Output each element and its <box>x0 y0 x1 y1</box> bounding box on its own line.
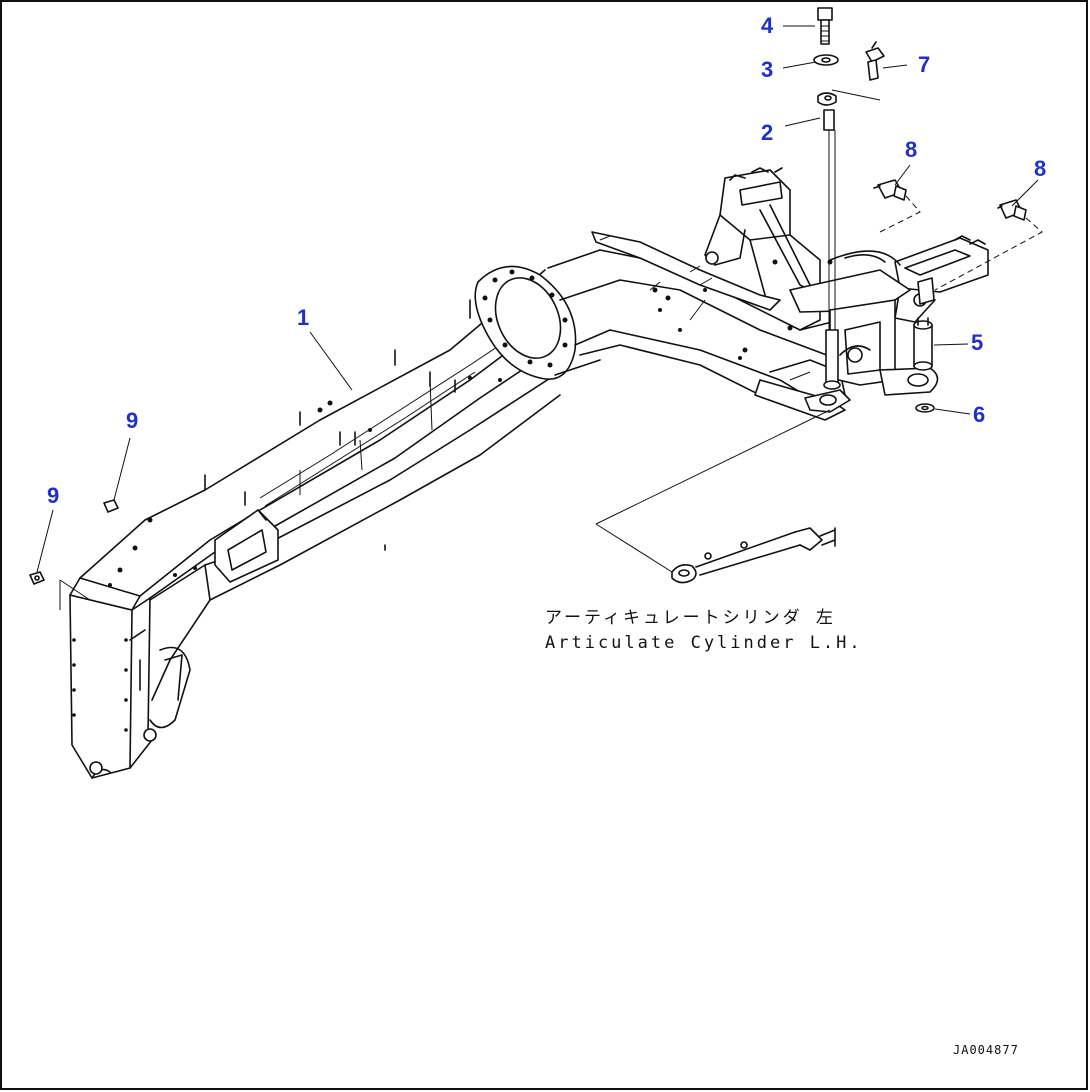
rear-frame <box>547 167 989 421</box>
callout-7: 7 <box>918 52 930 77</box>
front-frame-part-1 <box>59 269 561 779</box>
drawing-number: JA004877 <box>953 1043 1019 1057</box>
hinge-pin-stack <box>813 7 885 390</box>
callout-9-upper: 9 <box>126 408 138 433</box>
note-en: Articulate Cylinder L.H. <box>545 633 863 653</box>
callout-2: 2 <box>761 120 773 145</box>
callout-1: 1 <box>297 305 309 330</box>
note-jp: アーティキュレートシリンダ 左 <box>545 608 836 628</box>
callout-6: 6 <box>973 402 985 427</box>
articulate-cylinder-lh <box>595 523 836 584</box>
callout-8-left: 8 <box>905 137 917 162</box>
sensor-part-8 <box>873 179 1043 305</box>
articulation-ring <box>474 265 577 380</box>
callout-9-lower: 9 <box>47 483 59 508</box>
callout-8-right: 8 <box>1034 156 1046 181</box>
leader-lines <box>36 25 1039 573</box>
callout-3: 3 <box>761 57 773 82</box>
lower-pin-part-5-6 <box>913 317 935 413</box>
callout-5: 5 <box>971 330 983 355</box>
callout-4: 4 <box>761 13 774 38</box>
fitting-part-9 <box>29 499 119 585</box>
